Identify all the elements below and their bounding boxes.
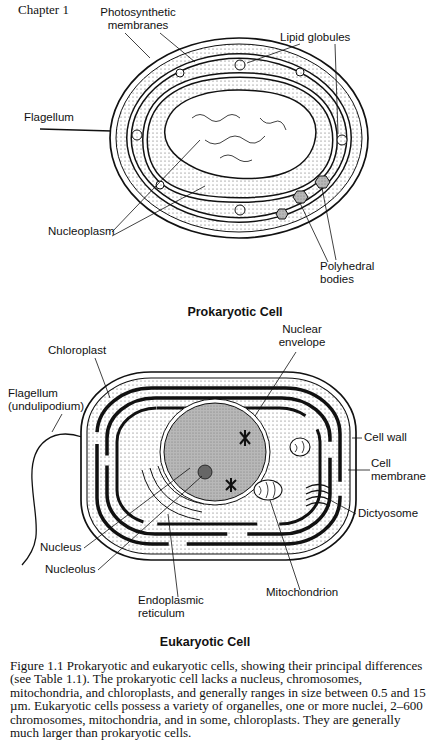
part-label: Nucleoplasm [48, 225, 128, 238]
photosynthetic-membrane-lumen [145, 75, 335, 200]
nucleoplasm-fibril [260, 118, 286, 130]
part-label: Flagellum (undulipodium) [8, 387, 100, 413]
chromosome [226, 478, 236, 492]
leader-line [168, 514, 178, 597]
chromosome [240, 430, 250, 446]
leader-line [247, 44, 300, 63]
leader-line [160, 33, 195, 62]
running-header: Chapter 1 [18, 3, 108, 16]
leader-line [270, 500, 300, 590]
photosynthetic-membrane [129, 56, 349, 220]
part-label: Chloroplast [48, 344, 128, 357]
part-label: Flagellum [24, 111, 94, 124]
lipid-globule [235, 60, 245, 70]
leader-line [335, 44, 338, 134]
part-label: Cell membrane [371, 457, 433, 483]
lipid-globule [235, 205, 245, 215]
photosynthetic-membrane-lumen [129, 56, 349, 220]
eukaryote-leader-lines [52, 352, 370, 597]
polyhedral-body [315, 176, 330, 188]
cell-wall [110, 38, 368, 238]
leader-line [330, 500, 356, 514]
leader-line [112, 186, 205, 236]
nucleoplasm-fibril [192, 115, 240, 122]
photosynthetic-membrane [167, 92, 314, 176]
nucleoplasm-fibril [220, 155, 252, 162]
cell-membrane [87, 378, 350, 554]
part-label: Nuclear envelope [260, 323, 344, 349]
cell-title: Prokaryotic Cell [150, 306, 320, 319]
nucleoplasm-fibril [205, 136, 265, 144]
mitochondrion [290, 438, 310, 456]
leader-line [125, 33, 150, 58]
lipid-globule [337, 135, 347, 145]
photosynthetic-membrane [145, 75, 335, 200]
cell-wall [81, 372, 356, 560]
prokaryote-leader-lines [112, 33, 338, 262]
chloroplast-band [97, 388, 340, 544]
leader-line [300, 203, 328, 262]
leader-line [352, 438, 362, 439]
polyhedral-body [293, 191, 308, 203]
lipid-globule [296, 68, 304, 76]
part-label: Cell wall [364, 431, 434, 444]
leader-line [84, 468, 190, 548]
mitochondrion-cristae [259, 482, 275, 498]
lipid-globule [132, 130, 142, 140]
figure-caption: Figure 1.1 Prokaryotic and eukaryotic ce… [10, 659, 428, 739]
dictyosome [306, 485, 330, 507]
polyhedral-body [276, 209, 288, 219]
leader-line [348, 470, 370, 471]
part-label: Photosynthetic membranes [88, 6, 188, 32]
lipid-globule [176, 69, 184, 77]
cell-title: Eukaryotic Cell [120, 636, 290, 649]
chloroplast-band [107, 398, 330, 534]
nucleoplasm-region [167, 92, 314, 176]
leader-line [52, 414, 62, 432]
leader-line [95, 358, 110, 398]
leader-line [322, 188, 336, 260]
mitochondrion [254, 480, 282, 500]
nucleolus [198, 465, 212, 479]
leader-line [255, 352, 296, 416]
part-label: Polyhedral bodies [320, 260, 390, 286]
part-label: Nucleolus [45, 563, 115, 576]
leader-line [98, 476, 202, 570]
part-label: Mitochondrion [266, 586, 358, 599]
flagellum [40, 129, 112, 131]
mitochondrion-cristae [295, 441, 304, 453]
part-label: Nucleus [40, 541, 100, 554]
prokaryotic-cell [40, 38, 368, 238]
nucleus [164, 403, 266, 501]
leader-line [112, 140, 200, 232]
part-label: Dictyosome [358, 507, 434, 520]
part-label: Endoplasmic reticulum [138, 594, 218, 620]
part-label: Lipid globules [280, 31, 370, 44]
